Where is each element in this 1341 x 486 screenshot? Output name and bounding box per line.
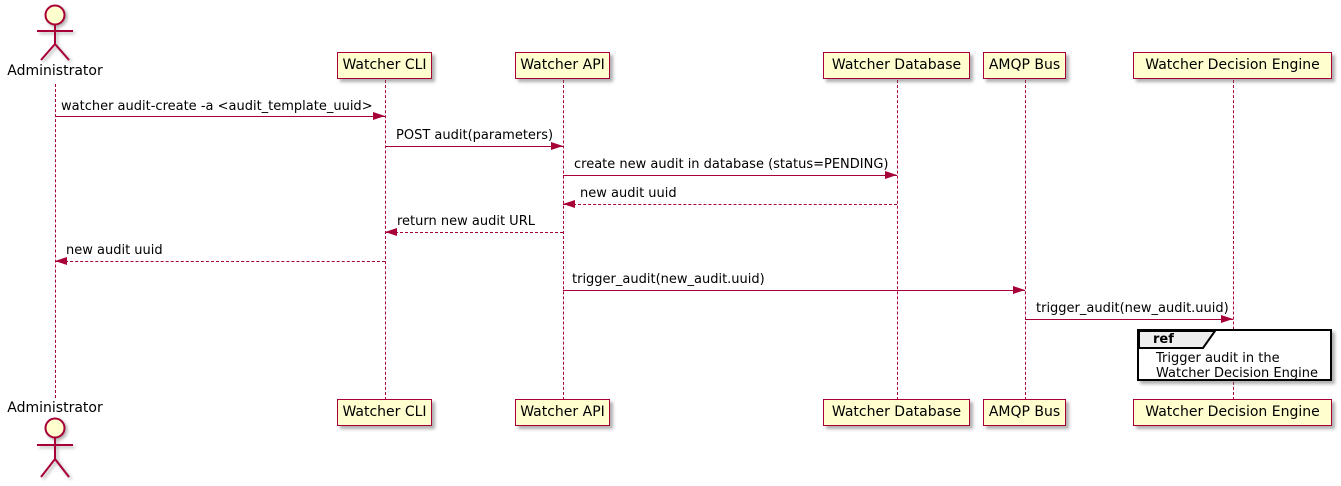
administrator-label-bottom: Administrator (7, 400, 103, 416)
ref-line-2: Watcher Decision Engine (1156, 366, 1318, 381)
message-6-arrowhead-icon (55, 257, 67, 265)
administrator-label-top: Administrator (7, 63, 103, 79)
participant-watcher-decision-engine-bottom: Watcher Decision Engine (1133, 399, 1332, 426)
lifeline-watcher-cli (385, 80, 386, 400)
participant-watcher-cli-top: Watcher CLI (337, 52, 432, 79)
message-1-arrowhead-icon (373, 112, 385, 120)
message-7-line (563, 290, 1025, 291)
message-3-arrowhead-icon (885, 171, 897, 179)
message-4-label: new audit uuid (580, 186, 677, 201)
message-5-label: return new audit URL (397, 214, 535, 229)
ref-tab-icon (1138, 330, 1217, 349)
participant-watcher-database-bottom: Watcher Database (823, 399, 970, 426)
participant-watcher-cli-bottom: Watcher CLI (337, 399, 432, 426)
message-2-arrowhead-icon (551, 142, 563, 150)
message-5-line (385, 232, 563, 233)
message-2-line (385, 146, 563, 147)
ref-body: Trigger audit in the Watcher Decision En… (1156, 351, 1318, 381)
message-8-line (1025, 319, 1233, 320)
lifeline-amqp-bus (1025, 80, 1026, 400)
participant-watcher-decision-engine-top: Watcher Decision Engine (1133, 52, 1332, 79)
participant-amqp-bus-top: AMQP Bus (983, 52, 1066, 79)
participant-amqp-bus-bottom: AMQP Bus (983, 399, 1066, 426)
message-6-label: new audit uuid (66, 243, 163, 258)
lifeline-watcher-decision-engine (1233, 80, 1234, 400)
lifeline-watcher-database (897, 80, 898, 400)
message-3-line (563, 175, 897, 176)
message-1-line (55, 116, 385, 117)
message-6-line (55, 261, 385, 262)
message-5-arrowhead-icon (385, 228, 397, 236)
message-8-arrowhead-icon (1221, 315, 1233, 323)
message-1-label: watcher audit-create -a <audit_template_… (61, 99, 373, 114)
message-7-arrowhead-icon (1013, 286, 1025, 294)
participant-watcher-api-top: Watcher API (515, 52, 610, 79)
lifeline-administrator (55, 84, 56, 398)
message-7-label: trigger_audit(new_audit.uuid) (572, 272, 765, 287)
message-4-arrowhead-icon (563, 200, 575, 208)
message-8-label: trigger_audit(new_audit.uuid) (1036, 301, 1229, 316)
administrator-actor-icon (37, 4, 73, 61)
ref-keyword: ref (1153, 332, 1174, 347)
message-4-line (563, 204, 897, 205)
message-2-label: POST audit(parameters) (396, 128, 554, 143)
ref-fragment: ref Trigger audit in the Watcher Decisio… (1137, 329, 1332, 381)
participant-watcher-database-top: Watcher Database (823, 52, 970, 79)
message-3-label: create new audit in database (status=PEN… (574, 157, 889, 172)
participant-watcher-api-bottom: Watcher API (515, 399, 610, 426)
lifeline-watcher-api (563, 80, 564, 400)
ref-line-1: Trigger audit in the (1156, 351, 1280, 366)
administrator-actor-icon-bottom (37, 417, 73, 478)
